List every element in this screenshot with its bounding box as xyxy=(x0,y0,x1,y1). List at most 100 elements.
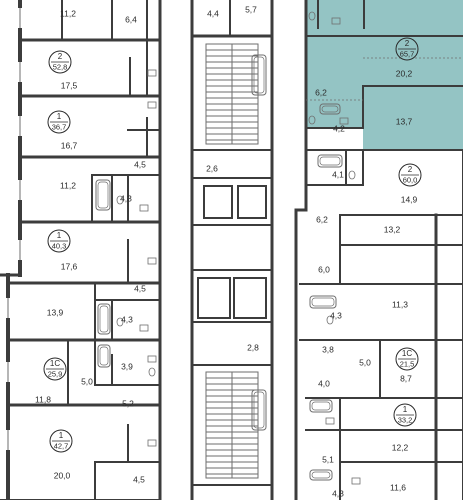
sink xyxy=(325,417,335,425)
sink xyxy=(339,117,349,125)
bathtub xyxy=(97,344,111,368)
badge-rooms: 2 xyxy=(58,52,63,61)
room-area-label: 4,5 xyxy=(134,159,146,169)
sink xyxy=(147,101,157,109)
unit-badge-u-left-3: 140,3 xyxy=(47,229,71,253)
toilet xyxy=(348,170,356,180)
sink xyxy=(147,69,157,77)
bathtub-inner xyxy=(311,471,331,479)
badge-rooms: 1 xyxy=(57,231,62,240)
room-area-label: 14,9 xyxy=(401,194,418,204)
room-area-label: 11,6 xyxy=(390,482,406,492)
room-area-label: 4,3 xyxy=(330,310,342,320)
room-area-label: 6,2 xyxy=(315,87,327,97)
sink xyxy=(331,17,341,25)
room-area-label: 3,8 xyxy=(322,344,334,354)
sink xyxy=(147,355,157,363)
room-area-label: 4,5 xyxy=(134,283,146,293)
unit-badge-u-right-hl: 265,7 xyxy=(395,37,419,61)
room-area-label: 20,0 xyxy=(54,470,71,480)
badge-area: 42,7 xyxy=(54,441,69,450)
fixtures xyxy=(95,11,361,485)
room-area-label: 13,7 xyxy=(396,116,413,126)
room-area-label: 16,7 xyxy=(61,140,78,150)
bathtub xyxy=(309,469,333,481)
room-area-label: 17,5 xyxy=(61,80,78,90)
unit-badge-u-left-2: 136,7 xyxy=(47,110,71,134)
room-area-label: 11,2 xyxy=(60,180,76,190)
room-area-label: 3,9 xyxy=(121,361,133,371)
badge-rooms: 1С xyxy=(402,349,412,358)
unit-badge-u-right-4: 133,2 xyxy=(393,403,417,427)
bathtub xyxy=(309,295,337,309)
room-labels: 11,26,417,516,74,511,24,317,64,513,94,33… xyxy=(35,4,418,498)
sink xyxy=(351,477,361,485)
badge-area: 52,8 xyxy=(53,62,68,71)
bathtub-inner xyxy=(321,105,339,113)
badge-area: 65,7 xyxy=(400,49,415,58)
badge-area: 40,3 xyxy=(52,241,67,250)
badge-rooms: 1 xyxy=(59,431,64,440)
bathtub xyxy=(317,154,343,168)
unit-badge-u-left-5: 142,7 xyxy=(49,429,73,453)
room-area-label: 13,9 xyxy=(47,307,64,317)
toilet xyxy=(308,11,316,21)
elevator-shaft xyxy=(233,277,267,319)
bathtub xyxy=(95,179,111,211)
room-area-label: 4,2 xyxy=(333,123,345,133)
room-area-label: 11,3 xyxy=(392,299,408,309)
room-area-label: 4,5 xyxy=(133,474,145,484)
highlighted-apartment[interactable] xyxy=(306,0,463,150)
room-area-label: 11,2 xyxy=(60,8,76,18)
bathtub-inner xyxy=(311,401,331,411)
stair-outline xyxy=(205,43,259,145)
toilet xyxy=(148,367,156,377)
room-area-label: 12,2 xyxy=(392,442,409,452)
room-area-label: 8,7 xyxy=(400,373,412,383)
sink xyxy=(139,204,149,212)
room-area-label: 4,1 xyxy=(332,169,344,179)
toilet xyxy=(308,115,316,125)
toilet xyxy=(116,317,124,327)
elevator-shaft xyxy=(197,277,231,319)
badge-area: 60,0 xyxy=(403,175,418,184)
badge-area: 36,7 xyxy=(52,122,67,131)
room-area-label: 5,1 xyxy=(322,454,334,464)
sink xyxy=(147,439,157,447)
bathtub-inner xyxy=(319,156,341,166)
bathtub xyxy=(309,399,333,413)
room-area-label: 4,3 xyxy=(332,488,344,498)
room-area-label: 4,0 xyxy=(318,378,330,388)
elevator-shaft xyxy=(237,185,267,219)
badge-area: 33,2 xyxy=(398,415,413,424)
bathtub-inner xyxy=(253,56,265,94)
badge-rooms: 2 xyxy=(405,39,410,48)
room-area-label: 2,6 xyxy=(206,163,218,173)
room-area-label: 5,0 xyxy=(81,376,93,386)
room-area-label: 4,3 xyxy=(121,314,133,324)
bathtub xyxy=(251,54,267,96)
bathtub xyxy=(251,389,267,431)
bathtub-inner xyxy=(311,297,335,307)
toilet xyxy=(116,195,124,205)
room-area-label: 6,4 xyxy=(125,14,137,24)
room-area-label: 6,0 xyxy=(318,264,330,274)
bathtub-inner xyxy=(99,346,109,366)
room-area-label: 5,0 xyxy=(359,357,371,367)
unit-badges: 252,8136,7140,31С25,9142,7265,7260,01С21… xyxy=(43,37,422,453)
stair-outline xyxy=(205,371,259,479)
room-area-label: 6,2 xyxy=(316,214,328,224)
room-area-label: 4,3 xyxy=(120,193,132,203)
badge-rooms: 1 xyxy=(403,405,408,414)
badge-rooms: 1С xyxy=(50,359,60,368)
room-area-label: 4,4 xyxy=(207,8,219,18)
room-area-label: 13,2 xyxy=(384,224,401,234)
badge-rooms: 1 xyxy=(57,112,62,121)
unit-badge-u-left-1: 252,8 xyxy=(48,50,72,74)
badge-rooms: 2 xyxy=(408,165,413,174)
room-area-label: 5,2 xyxy=(122,398,134,408)
